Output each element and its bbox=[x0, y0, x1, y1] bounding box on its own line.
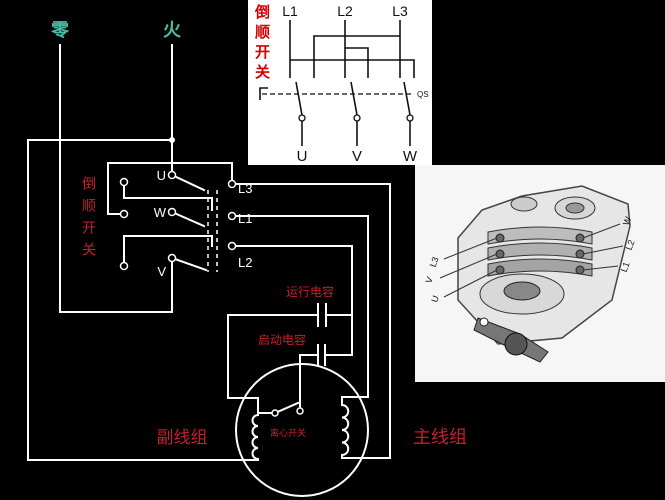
live-return-wire bbox=[27, 139, 259, 461]
contact-layer-2 bbox=[487, 242, 593, 261]
switch-cross-link bbox=[123, 185, 213, 211]
main-wiring bbox=[27, 44, 391, 497]
schematic-label-u: U bbox=[297, 148, 308, 165]
run-capacitor-label: 运行电容 bbox=[286, 284, 334, 299]
photo-label-l1: L1 bbox=[619, 261, 632, 274]
photo-label-l2: L2 bbox=[624, 239, 637, 252]
junction-dot bbox=[169, 137, 175, 143]
neutral-label: 零 bbox=[50, 20, 70, 41]
terminal-screw bbox=[495, 249, 505, 259]
rotary-hub bbox=[503, 281, 541, 301]
schematic-pivot-w bbox=[406, 114, 414, 122]
handle-pin bbox=[479, 317, 489, 327]
schematic-blade-w bbox=[403, 81, 411, 116]
terminal-l1 bbox=[227, 211, 237, 221]
l2-line bbox=[235, 245, 353, 356]
switch-blade-u bbox=[170, 173, 206, 192]
neutral-wire bbox=[59, 44, 173, 313]
terminal-label-l3: L3 bbox=[238, 181, 252, 196]
auxiliary-winding-coil bbox=[251, 413, 260, 461]
main-winding-label: 主线组 bbox=[413, 427, 467, 448]
schematic-label-l2: L2 bbox=[337, 3, 353, 19]
terminal-screw bbox=[495, 233, 505, 243]
leader-line bbox=[439, 253, 498, 279]
start-capacitor-label: 启动电容 bbox=[258, 332, 306, 347]
leader-line bbox=[582, 265, 619, 271]
l1-line bbox=[235, 215, 369, 406]
centrifugal-switch-contact bbox=[271, 409, 279, 417]
terminal-screw bbox=[495, 265, 505, 275]
schematic-operator-hook bbox=[259, 87, 268, 100]
schematic-label-l3: L3 bbox=[392, 3, 408, 19]
switch-lower-link bbox=[123, 235, 213, 263]
mounting-hole bbox=[565, 202, 585, 214]
l3-line bbox=[235, 183, 391, 459]
switch-pivot-w bbox=[167, 207, 177, 217]
schematic-label-v: V bbox=[352, 148, 362, 165]
reversing-switch-title: 倒顺开关 bbox=[80, 176, 96, 264]
schematic-label-w: W bbox=[403, 148, 418, 165]
photo-label-w: W bbox=[621, 215, 633, 227]
motor-housing bbox=[235, 363, 369, 497]
switch-blade-w bbox=[170, 210, 206, 228]
leader-line bbox=[582, 245, 624, 255]
terminal-label-u: U bbox=[157, 168, 166, 183]
schematic-label-l1: L1 bbox=[282, 3, 298, 19]
rear-boss bbox=[510, 196, 538, 212]
photo-label-l3: L3 bbox=[428, 256, 441, 269]
schematic-l1-branch bbox=[290, 59, 415, 78]
switch-contact bbox=[119, 177, 129, 187]
terminal-l2 bbox=[227, 241, 237, 251]
schematic-l3-branch bbox=[313, 35, 400, 78]
switch-pivot-v bbox=[167, 253, 177, 263]
schematic-l2-branch bbox=[345, 47, 369, 78]
terminal-l3 bbox=[227, 179, 237, 189]
schematic-inset: L1 L2 L3 QS U V W bbox=[248, 0, 432, 165]
leader-line bbox=[443, 269, 498, 298]
leader-line bbox=[443, 237, 498, 260]
terminal-screw bbox=[575, 233, 585, 243]
terminal-label-w: W bbox=[154, 205, 167, 220]
run-capacitor-left-lead bbox=[227, 314, 319, 399]
switch-contact bbox=[119, 261, 129, 271]
schematic-switch-tag: QS bbox=[417, 90, 429, 99]
switch-blade-v bbox=[170, 256, 208, 272]
terminal-label-v: V bbox=[157, 264, 166, 279]
schematic-pivot-u bbox=[298, 114, 306, 122]
terminal-screw bbox=[575, 265, 585, 275]
handle-gear bbox=[504, 332, 528, 356]
schematic-pivot-v bbox=[353, 114, 361, 122]
centrifugal-switch-contact bbox=[296, 407, 304, 415]
centrifugal-switch-label: 离心开关 bbox=[270, 427, 306, 439]
switch-top-bracket bbox=[107, 162, 233, 215]
photo-label-v: V bbox=[423, 275, 434, 284]
live-label: 火 bbox=[163, 20, 182, 41]
schematic-blade-v bbox=[350, 81, 358, 116]
schematic-inset-title: 倒顺开关 bbox=[253, 4, 271, 84]
photo-label-u: U bbox=[429, 294, 441, 304]
centrifugal-switch-blade bbox=[273, 401, 300, 415]
terminal-screw bbox=[575, 249, 585, 259]
leader-line bbox=[582, 223, 621, 239]
schematic-blade-u bbox=[295, 81, 303, 116]
switch-photo-inset: L3 V U W L2 L1 bbox=[415, 165, 665, 382]
contact-layer-3 bbox=[487, 258, 593, 277]
terminal-label-l2: L2 bbox=[238, 255, 252, 270]
terminal-label-l1: L1 bbox=[238, 211, 252, 226]
schematic-inset-background bbox=[248, 0, 432, 165]
contact-layer-1 bbox=[487, 226, 593, 245]
auxiliary-winding-feed bbox=[227, 397, 259, 416]
switch-contact bbox=[119, 209, 129, 219]
auxiliary-winding-label: 副线组 bbox=[157, 428, 208, 448]
switch-pivot-u bbox=[167, 170, 177, 180]
start-capacitor-left-lead bbox=[299, 354, 319, 409]
main-winding-coil bbox=[340, 403, 350, 459]
